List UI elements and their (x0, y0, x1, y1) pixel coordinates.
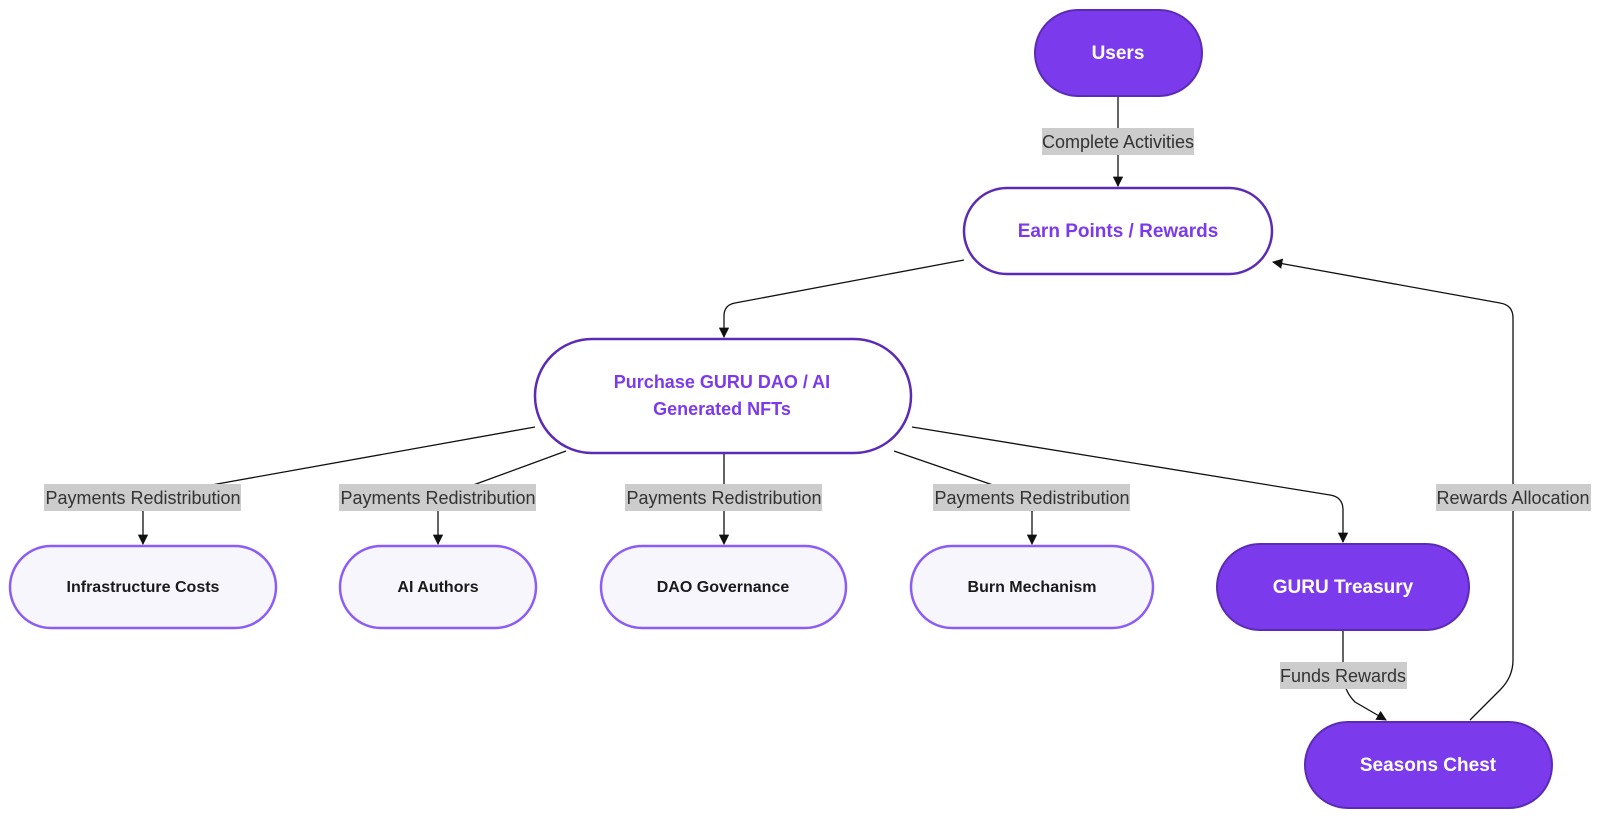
node-burn-mechanism[interactable]: Burn Mechanism (909, 544, 1155, 630)
node-ai-authors[interactable]: AI Authors (338, 544, 538, 630)
edge-purchase-to-treasury (911, 426, 1349, 544)
node-infrastructure-costs[interactable]: Infrastructure Costs (8, 544, 278, 630)
svg-text:Payments Redistribution: Payments Redistribution (626, 488, 821, 508)
label-funds-rewards: Funds Rewards (1280, 662, 1407, 689)
svg-text:Burn Mechanism: Burn Mechanism (968, 579, 1097, 596)
node-earn-points[interactable]: Earn Points / Rewards (962, 186, 1274, 276)
svg-text:Infrastructure Costs: Infrastructure Costs (67, 579, 220, 596)
svg-text:Earn Points / Rewards: Earn Points / Rewards (1018, 221, 1219, 242)
svg-text:Seasons Chest: Seasons Chest (1360, 755, 1497, 776)
node-purchase-nfts[interactable]: Purchase GURU DAO / AI Generated NFTs (533, 337, 913, 455)
svg-text:Generated NFTs: Generated NFTs (653, 399, 791, 419)
svg-text:Payments Redistribution: Payments Redistribution (934, 488, 1129, 508)
node-users[interactable]: Users (1034, 9, 1203, 97)
svg-text:Payments Redistribution: Payments Redistribution (340, 488, 535, 508)
label-payments-infra: Payments Redistribution (44, 484, 241, 511)
svg-text:AI Authors: AI Authors (397, 579, 478, 596)
svg-text:Complete Activities: Complete Activities (1042, 132, 1194, 152)
edge-labels: Complete Activities Payments Redistribut… (44, 128, 1591, 689)
svg-text:Funds Rewards: Funds Rewards (1280, 666, 1406, 686)
svg-text:GURU Treasury: GURU Treasury (1273, 577, 1414, 598)
node-dao-governance[interactable]: DAO Governance (599, 544, 848, 630)
label-complete-activities: Complete Activities (1042, 128, 1194, 155)
label-payments-authors: Payments Redistribution (339, 484, 536, 511)
svg-text:Users: Users (1092, 43, 1145, 64)
svg-text:Purchase GURU DAO / AI: Purchase GURU DAO / AI (614, 372, 830, 392)
label-payments-governance: Payments Redistribution (625, 484, 822, 511)
svg-text:Rewards Allocation: Rewards Allocation (1436, 488, 1589, 508)
svg-text:DAO Governance: DAO Governance (657, 579, 790, 596)
svg-text:Payments Redistribution: Payments Redistribution (45, 488, 240, 508)
node-guru-treasury[interactable]: GURU Treasury (1216, 543, 1470, 631)
node-seasons-chest[interactable]: Seasons Chest (1304, 721, 1553, 809)
nodes: Users Earn Points / Rewards Purchase GUR… (8, 9, 1553, 809)
edge-earn-to-purchase (718, 259, 965, 339)
label-rewards-allocation: Rewards Allocation (1436, 484, 1591, 511)
label-payments-burn: Payments Redistribution (933, 484, 1130, 511)
